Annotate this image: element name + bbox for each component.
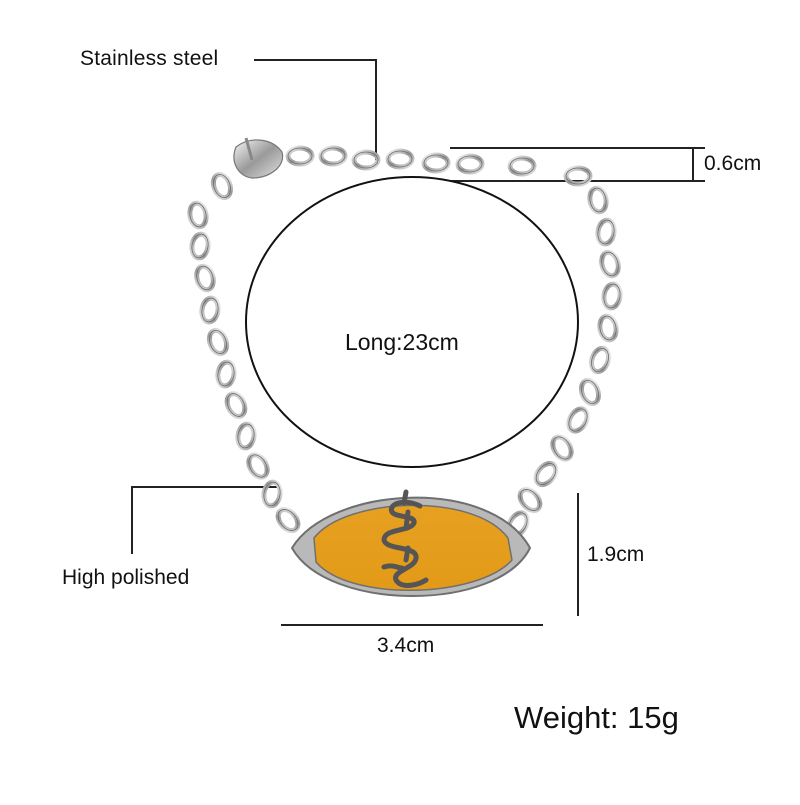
link-width-label: 0.6cm <box>704 152 762 175</box>
snake-icon <box>381 489 429 588</box>
plate-height-label: 1.9cm <box>587 543 645 566</box>
id-plate <box>290 489 532 597</box>
weight-label: Weight: 15g <box>514 700 679 735</box>
material-label: Stainless steel <box>80 47 219 70</box>
length-ellipse <box>245 176 579 468</box>
lobster-clasp <box>233 137 284 179</box>
plate-width-label: 3.4cm <box>377 634 435 657</box>
dimension-lines <box>131 59 705 626</box>
right-chain <box>505 187 622 539</box>
left-chain <box>188 172 302 534</box>
finish-label: High polished <box>62 566 190 589</box>
length-label: Long:23cm <box>345 329 459 355</box>
